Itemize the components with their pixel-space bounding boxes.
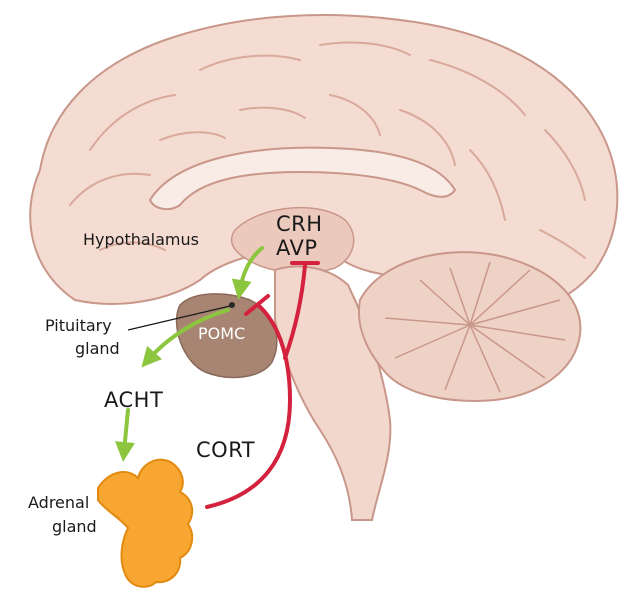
pituitary-label-line2: gland	[75, 339, 120, 358]
hypothalamus-label: Hypothalamus	[83, 230, 199, 249]
thalamus	[230, 206, 355, 274]
stimulation-arrows	[114, 246, 264, 462]
cort-label: CORT	[196, 438, 256, 462]
crh-label: CRH	[276, 212, 323, 236]
cerebellum-folia	[384, 261, 566, 393]
inhibition-lines	[205, 261, 320, 509]
cort-to-pituitary-line	[205, 303, 293, 509]
corpus-callosum	[148, 146, 457, 211]
cort-to-hypothalamus-line	[283, 263, 307, 360]
adrenal-label-line1: Adrenal	[28, 493, 90, 512]
pituitary-label-line1: Pituitary	[45, 316, 112, 335]
pomc-label: POMC	[198, 324, 246, 343]
gyri-folds	[69, 41, 586, 259]
brain-illustration	[29, 14, 619, 521]
adrenal-label-line2: gland	[52, 517, 97, 536]
avp-label: AVP	[276, 236, 318, 260]
adrenal-gland	[97, 458, 194, 588]
pituitary-to-acht-arrow	[141, 308, 230, 368]
crh-to-pituitary-arrow	[231, 246, 264, 300]
acht-label: ACHT	[104, 388, 164, 412]
pituitary-stalk-dot	[229, 302, 235, 308]
pituitary-inhibition-bar	[244, 294, 270, 316]
acht-to-adrenal-arrow	[114, 408, 135, 462]
pituitary-leader-line	[127, 305, 231, 331]
